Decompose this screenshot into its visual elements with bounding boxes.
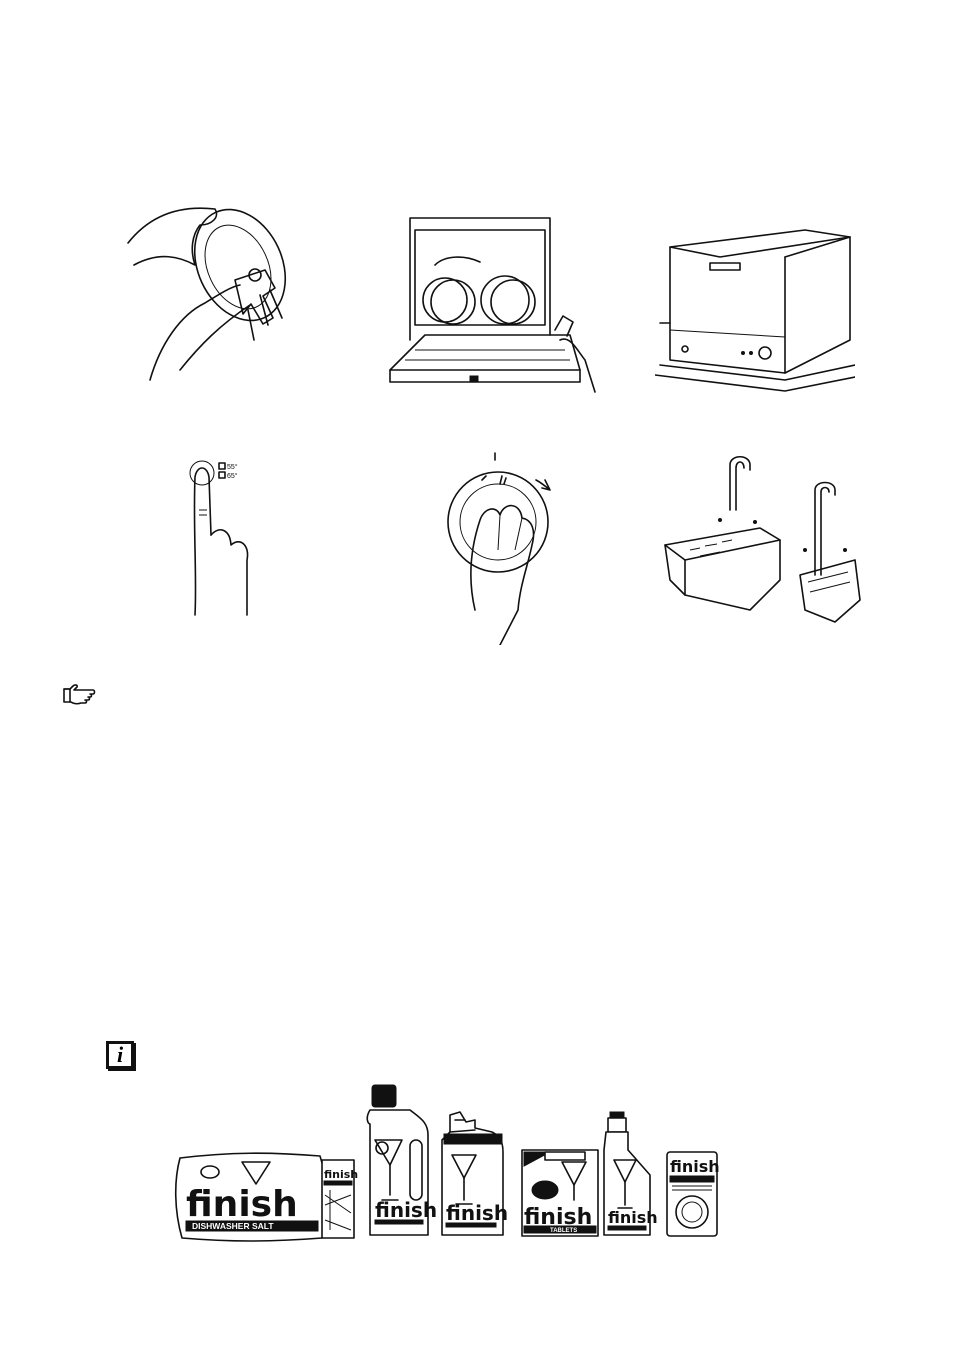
info-letter: i [116, 1042, 124, 1067]
clean-filters-icon [660, 450, 865, 630]
cleaner-box: finish [666, 1151, 720, 1237]
svg-text:finish: finish [324, 1168, 358, 1181]
bottle-3: finish [603, 1111, 658, 1236]
svg-text:finish: finish [608, 1208, 658, 1227]
info-icon: i [106, 1041, 134, 1069]
bottle-1: finish [366, 1084, 437, 1236]
salt-brand: finish [186, 1184, 298, 1225]
svg-text:finish: finish [670, 1157, 720, 1176]
load-dishwasher-icon [385, 210, 605, 395]
press-button-icon: 55° 65° [185, 455, 285, 620]
finish-products-illustration: finish DISHWASHER SALT finish finish [170, 1080, 730, 1245]
pointing-hand-icon [62, 684, 96, 706]
svg-text:finish: finish [446, 1201, 508, 1225]
small-box: finish [321, 1159, 358, 1239]
tablets-box: finish TABLETS [521, 1149, 599, 1237]
svg-text:finish: finish [375, 1198, 437, 1222]
turn-knob-icon [440, 450, 560, 645]
close-door-icon [655, 225, 855, 400]
temp-label-55: 55° [227, 463, 238, 471]
salt-bag: finish DISHWASHER SALT [174, 1152, 328, 1242]
salt-label: DISHWASHER SALT [192, 1221, 274, 1231]
tablets-label: TABLETS [550, 1228, 577, 1234]
scrape-dishes-icon [120, 195, 310, 385]
temp-label-65: 65° [227, 472, 238, 480]
bottle-2: finish [441, 1111, 508, 1236]
